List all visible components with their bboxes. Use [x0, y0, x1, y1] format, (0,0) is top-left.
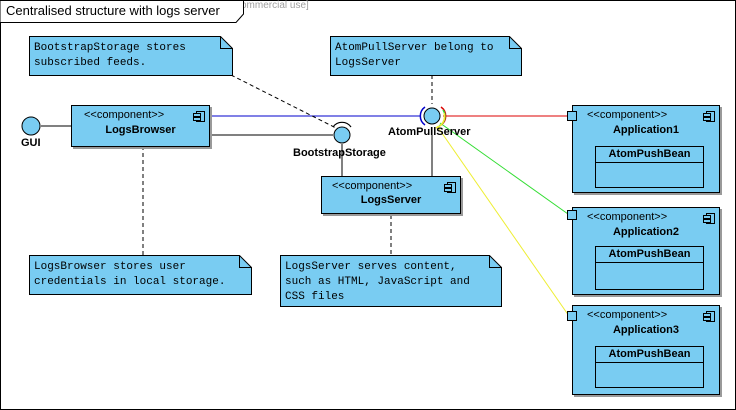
note-logsserver: LogsServer serves content, such as HTML,…: [280, 255, 502, 307]
component-icon: [703, 311, 715, 322]
application1-port: [567, 111, 577, 121]
note-shape: [280, 255, 502, 307]
component-stereotype: <<component>>: [587, 109, 668, 121]
component-icon: [444, 182, 456, 193]
note-shape: [29, 36, 233, 76]
component-application3[interactable]: <<component>> Application3 AtomPushBean: [572, 305, 720, 395]
component-icon: [703, 111, 715, 122]
gui-interface-icon: [21, 116, 41, 136]
atompull-socket-blue: [419, 106, 426, 126]
atompullserver-label: AtomPullServer: [388, 126, 471, 138]
component-stereotype: <<component>>: [587, 309, 668, 321]
part-atompushbean[interactable]: AtomPushBean: [595, 146, 704, 188]
component-logsserver[interactable]: <<component>> LogsServer: [321, 176, 461, 214]
application2-port: [567, 210, 577, 220]
component-stereotype: <<component>>: [587, 211, 668, 223]
atompull-socket-yellow: [435, 112, 446, 129]
bootstrapstorage-interface-icon: [333, 126, 351, 144]
component-name: LogsBrowser: [105, 124, 176, 136]
part-label: AtomPushBean: [596, 347, 703, 363]
component-icon: [703, 213, 715, 224]
part-atompushbean[interactable]: AtomPushBean: [595, 246, 704, 290]
note-logsbrowser: LogsBrowser stores user credentials in l…: [29, 255, 252, 295]
note-text: AtomPullServer belong to LogsServer: [335, 42, 494, 69]
note-shape: [330, 36, 522, 76]
note-text: LogsBrowser stores user credentials in l…: [34, 261, 226, 288]
part-label: AtomPushBean: [596, 247, 703, 263]
component-logsbrowser[interactable]: <<component>> LogsBrowser: [71, 105, 210, 147]
part-atompushbean[interactable]: AtomPushBean: [595, 346, 704, 388]
component-name: LogsServer: [360, 194, 422, 206]
diagram-title: Centralised structure with logs server: [6, 3, 220, 18]
component-name: Application3: [612, 324, 679, 336]
app2-line: [439, 122, 569, 215]
note-atompullserver: AtomPullServer belong to LogsServer: [330, 36, 522, 76]
bootstrapstorage-label: BootstrapStorage: [293, 147, 386, 159]
bootstrap-note-anchor: [230, 74, 337, 129]
application3-port: [567, 311, 577, 321]
gui-label: GUI: [21, 137, 41, 149]
component-application2[interactable]: <<component>> Application2 AtomPushBean: [572, 207, 720, 295]
component-icon: [193, 111, 205, 122]
app3-line: [436, 125, 570, 317]
component-name: Application1: [612, 124, 679, 136]
part-label: AtomPushBean: [596, 147, 703, 163]
atompullserver-interface-icon: [423, 107, 441, 125]
note-bootstrapstorage: BootstrapStorage stores subscribed feeds…: [29, 36, 233, 76]
note-text: BootstrapStorage stores subscribed feeds…: [34, 42, 186, 69]
title-tab-shape: [0, 0, 244, 23]
component-stereotype: <<component>>: [332, 180, 413, 192]
component-stereotype: <<component>>: [84, 109, 165, 121]
note-text: LogsServer serves content, such as HTML,…: [285, 261, 470, 303]
note-shape: [29, 255, 252, 295]
bootstrap-socket: [332, 121, 352, 128]
component-application1[interactable]: <<component>> Application1 AtomPushBean: [572, 105, 720, 193]
component-name: Application2: [612, 226, 679, 238]
